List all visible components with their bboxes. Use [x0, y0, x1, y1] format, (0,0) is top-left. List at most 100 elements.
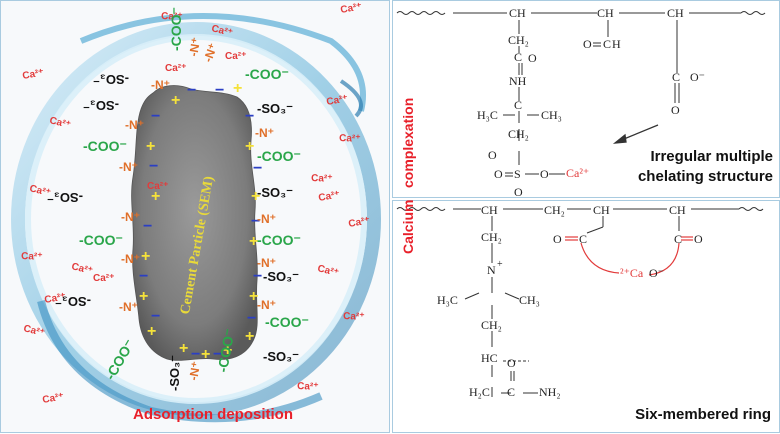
six-membered-panel: CH CH₂ CH CH CH₂ N + H₃C CH₃ CH₂ HC H₂C … [392, 200, 780, 433]
negative-charge: − [149, 158, 158, 175]
positive-charge: + [141, 248, 150, 265]
carboxylate-group: -COO⁻ [214, 327, 237, 373]
surface-charges: +++++++++++++++−−−−−−−−−−−−−− [139, 80, 262, 363]
negative-charge: − [151, 308, 160, 325]
calcium-ion: Ca²⁺ [339, 133, 361, 145]
adsorbed-calcium: Ca²⁺ [225, 51, 246, 62]
atom-ch-a: CH [481, 203, 498, 217]
ammonium-group: -N⁺ [257, 256, 276, 270]
ammonium-group: -N⁺ [121, 252, 140, 266]
negative-charge: − [253, 160, 262, 177]
negative-charge: − [245, 108, 254, 125]
calcium-ion: Ca²⁺ [343, 311, 365, 323]
top-bonds [396, 11, 766, 177]
calcium-ions: Ca²⁺ Ca²⁺ Ca²⁺ Ca²⁺ Ca²⁺ Ca²⁺ Ca²⁺ Ca²⁺ Ca²⁺ Ca²⁺… [21, 1, 371, 406]
positive-charge: + [249, 233, 258, 250]
atom-ch2-1: CH₂ [508, 33, 529, 47]
ammonium-group: -N⁺ [186, 36, 203, 57]
atom-c-carboxyl: C [672, 70, 680, 84]
carboxylate-group: -COO⁻ [245, 66, 289, 82]
atom-ch3: CH₃ [541, 108, 562, 122]
negative-charge: − [251, 213, 260, 230]
positive-charge: + [146, 138, 155, 155]
chelating-panel: CH CH CH CH₂ C O NH C H₃C CH₃ CH₂ O S O … [392, 0, 780, 199]
ammonium-group: -N⁺ [257, 212, 276, 226]
atom-o-amide-b: O [507, 356, 516, 370]
sulfonate-group: -SO₃⁻ [83, 98, 119, 113]
atom-ch2-n2: CH₂ [481, 318, 502, 332]
positive-charge: + [147, 323, 156, 340]
atom-c-quat: C [514, 98, 522, 112]
ammonium-group: -N⁺ [257, 298, 276, 312]
adsorbed-calcium: Ca²⁺ [93, 273, 114, 284]
atom-o-s2: O [494, 167, 503, 181]
atom-s: S [514, 167, 521, 181]
atom-o-s3: O [540, 167, 549, 181]
atom-o-s1: O [488, 148, 497, 162]
calcium-ion: Ca²⁺ [44, 291, 67, 306]
atom-ch-c: CH [669, 203, 686, 217]
sulfonate-group: -SO₃⁻ [167, 355, 182, 391]
sulfonate-group: -SO₃⁻ [257, 101, 293, 116]
atom-c-ald: C [603, 37, 611, 51]
adsorbed-calcium: Ca²⁺ [165, 63, 186, 74]
atom-ch2-2: CH₂ [508, 127, 529, 141]
sulfonate-group: -SO₃⁻ [47, 190, 83, 205]
six-membered-structure: CH CH₂ CH CH CH₂ N + H₃C CH₃ CH₂ HC H₂C … [396, 203, 771, 423]
calcium-ion: Ca²⁺ [48, 115, 71, 131]
atom-c-amide: C [514, 50, 522, 64]
adsorption-illustration: Cement Particle (SEM) Ca²⁺Ca²⁺Ca²⁺Ca²⁺Ca… [11, 1, 381, 423]
atom-c-amide-b: C [507, 385, 515, 399]
atom-hc: HC [481, 351, 498, 365]
calcium-ion: Ca²⁺ [318, 189, 341, 204]
atom-n: N [487, 263, 496, 277]
calcium-ion: Ca²⁺ [297, 381, 319, 393]
atom-c-left: C [579, 232, 587, 246]
ammonium-group: -N⁺ [125, 118, 144, 132]
positive-charge: + [245, 138, 254, 155]
atom-ch-b: CH [593, 203, 610, 217]
atom-ch3-n: CH₃ [519, 293, 540, 307]
sulfonate-group: -SO₃⁻ [263, 349, 299, 364]
sulfonate-group: -SO₃⁻ [55, 294, 91, 309]
atom-n-plus: + [497, 259, 503, 270]
chelating-caption-line1: Irregular multiple [650, 148, 773, 165]
atom-c-right: C [674, 232, 682, 246]
calcium-ion: Ca²⁺ [22, 323, 45, 339]
atom-o-s4: O [514, 185, 523, 199]
bottom-atoms: CH CH₂ CH CH CH₂ N + H₃C CH₃ CH₂ HC H₂C … [437, 203, 703, 399]
atom-nh2: NH₂ [539, 385, 561, 399]
carboxylate-group: -COO⁻ [257, 148, 301, 164]
ammonium-group: -N⁺ [255, 126, 274, 140]
atom-o-amide: O [528, 51, 537, 65]
positive-charge: + [251, 188, 260, 205]
atom-ominus-ring: O⁻ [649, 266, 664, 280]
calcium-ion: Ca²⁺ [348, 215, 371, 230]
carboxylate-group: -COO⁻ [83, 138, 127, 154]
calcium-ion: Ca²⁺ [316, 263, 339, 279]
positive-charge: + [233, 80, 242, 97]
side-label-complexation: complexation [400, 98, 416, 188]
atom-h3c-n: H₃C [437, 293, 458, 307]
positive-charge: + [179, 340, 188, 357]
top-atoms: CH CH CH CH₂ C O NH C H₃C CH₃ CH₂ O S O … [477, 6, 705, 199]
negative-charge: − [187, 82, 196, 99]
sulfonate-group: -SO₃⁻ [93, 72, 129, 87]
adsorbed-calcium: Ca²⁺ [147, 181, 168, 192]
negative-charge: − [253, 268, 262, 285]
chelating-structure: CH CH CH CH₂ C O NH C H₃C CH₃ CH₂ O S O … [396, 6, 773, 199]
positive-charge: + [249, 288, 258, 305]
calcium-ion: Ca²⁺ [22, 67, 45, 82]
positive-charge: + [245, 328, 254, 345]
carboxylate-group: -COO⁻ [265, 314, 309, 330]
atom-nh: NH [509, 74, 527, 88]
ammonium-group: -N⁺ [201, 41, 221, 64]
atom-ca-ring: ²⁺Ca [620, 266, 644, 280]
carboxylate-group: -COO⁻ [257, 232, 301, 248]
calcium-ion: Ca²⁺ [42, 391, 65, 406]
sulfonate-group: -SO₃⁻ [257, 185, 293, 200]
atom-ch2-backbone: CH₂ [544, 203, 565, 217]
sulfonate-group: -SO₃⁻ [263, 269, 299, 284]
positive-charge: + [223, 342, 232, 359]
ammonium-group: -N⁺ [151, 78, 170, 92]
